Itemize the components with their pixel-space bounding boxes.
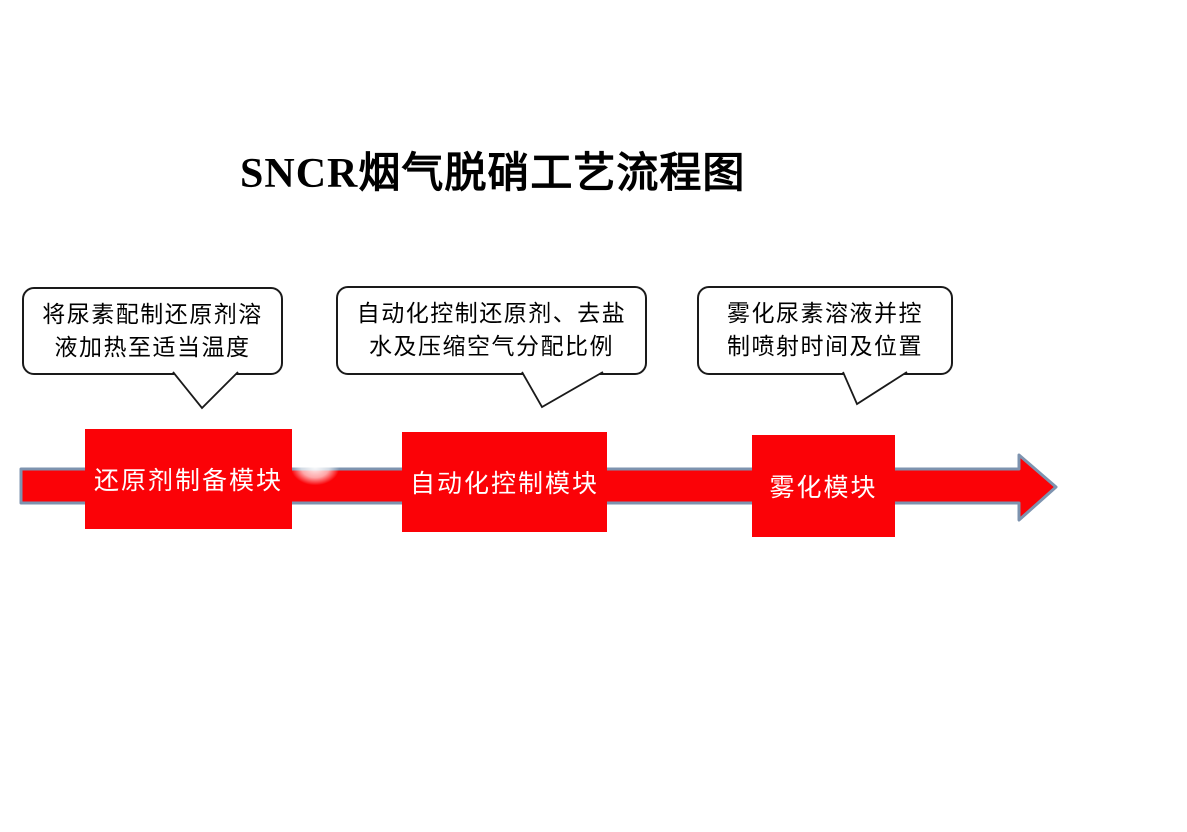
callout-reducer-prep: 将尿素配制还原剂溶 液加热至适当温度 (22, 287, 283, 375)
module-auto-control-label: 自动化控制模块 (409, 471, 599, 498)
page-title: SNCR烟气脱硝工艺流程图 (240, 151, 746, 197)
callout-text-line: 雾化尿素溶液并控 (727, 301, 923, 326)
module-reducer-prep: 还原剂制备模块 (85, 429, 292, 529)
callout-tail-1 (172, 371, 239, 410)
callout-tail-3 (842, 371, 908, 406)
module-atomizing-label: 雾化模块 (769, 475, 878, 502)
callout-tail-2 (521, 371, 604, 409)
module-reducer-prep-label: 还原剂制备模块 (93, 468, 283, 495)
callout-atomizing: 雾化尿素溶液并控 制喷射时间及位置 (697, 286, 953, 375)
module-auto-control: 自动化控制模块 (402, 432, 607, 532)
callout-text-line: 制喷射时间及位置 (727, 334, 923, 359)
module-atomizing: 雾化模块 (752, 435, 895, 537)
callout-text-line: 将尿素配制还原剂溶 (42, 302, 263, 327)
callout-text-line: 液加热至适当温度 (54, 335, 251, 360)
arrow-highlight (284, 444, 362, 502)
callout-text-line: 自动化控制还原剂、去盐 (356, 301, 627, 326)
callout-text-line: 水及压缩空气分配比例 (369, 334, 614, 359)
callout-auto-control: 自动化控制还原剂、去盐 水及压缩空气分配比例 (336, 286, 647, 375)
